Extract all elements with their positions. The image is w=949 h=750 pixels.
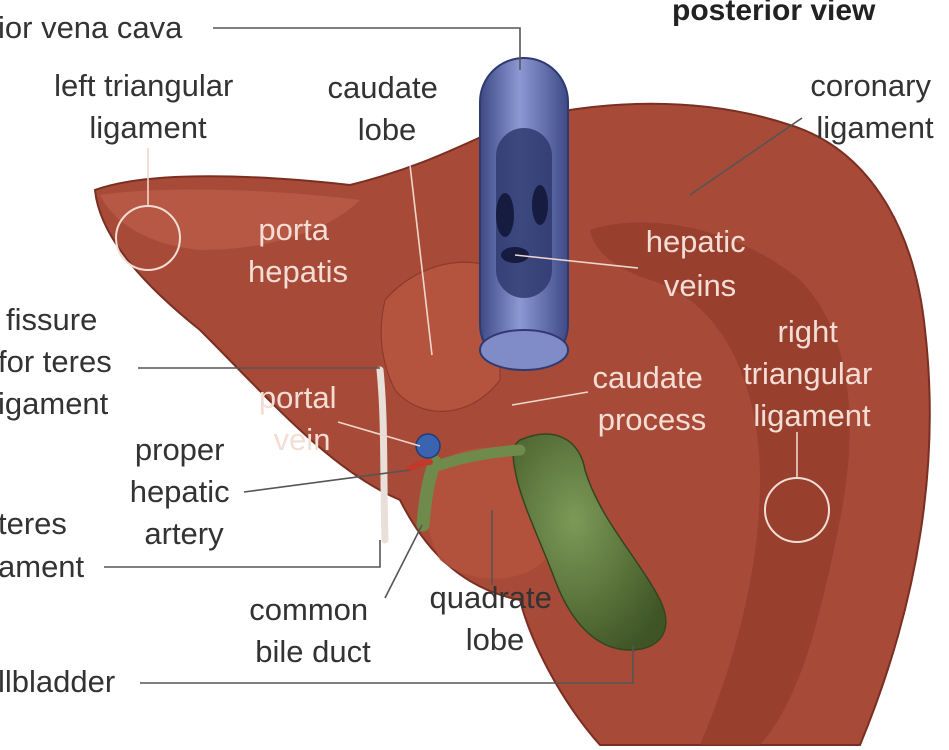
view-title: posterior view [672,0,876,27]
label-caudate-lobe: caudate lobe [328,70,447,147]
hepatic-vein-opening-1 [496,193,514,237]
hepatic-vein-opening-2 [532,185,548,225]
label-teres-ligament: teres ament [0,506,85,584]
label-fissure-for-teres-ligament: fissure for teres igament [0,302,120,421]
teres-ligament [380,370,385,540]
label-left-triangular-ligament: left triangular ligament [54,68,242,145]
leader-common-bile-duct [385,525,422,598]
leader-inferior-vena-cava [213,28,520,70]
label-gallbladder: llbladder [0,664,115,699]
ivc-bottom-rim [480,330,568,370]
label-proper-hepatic-artery: proper hepatic artery [130,432,239,551]
label-coronary-ligament: coronary ligament [810,68,939,145]
label-common-bile-duct: common bile duct [249,592,377,669]
label-inferior-vena-cava: ior vena cava [0,10,183,45]
